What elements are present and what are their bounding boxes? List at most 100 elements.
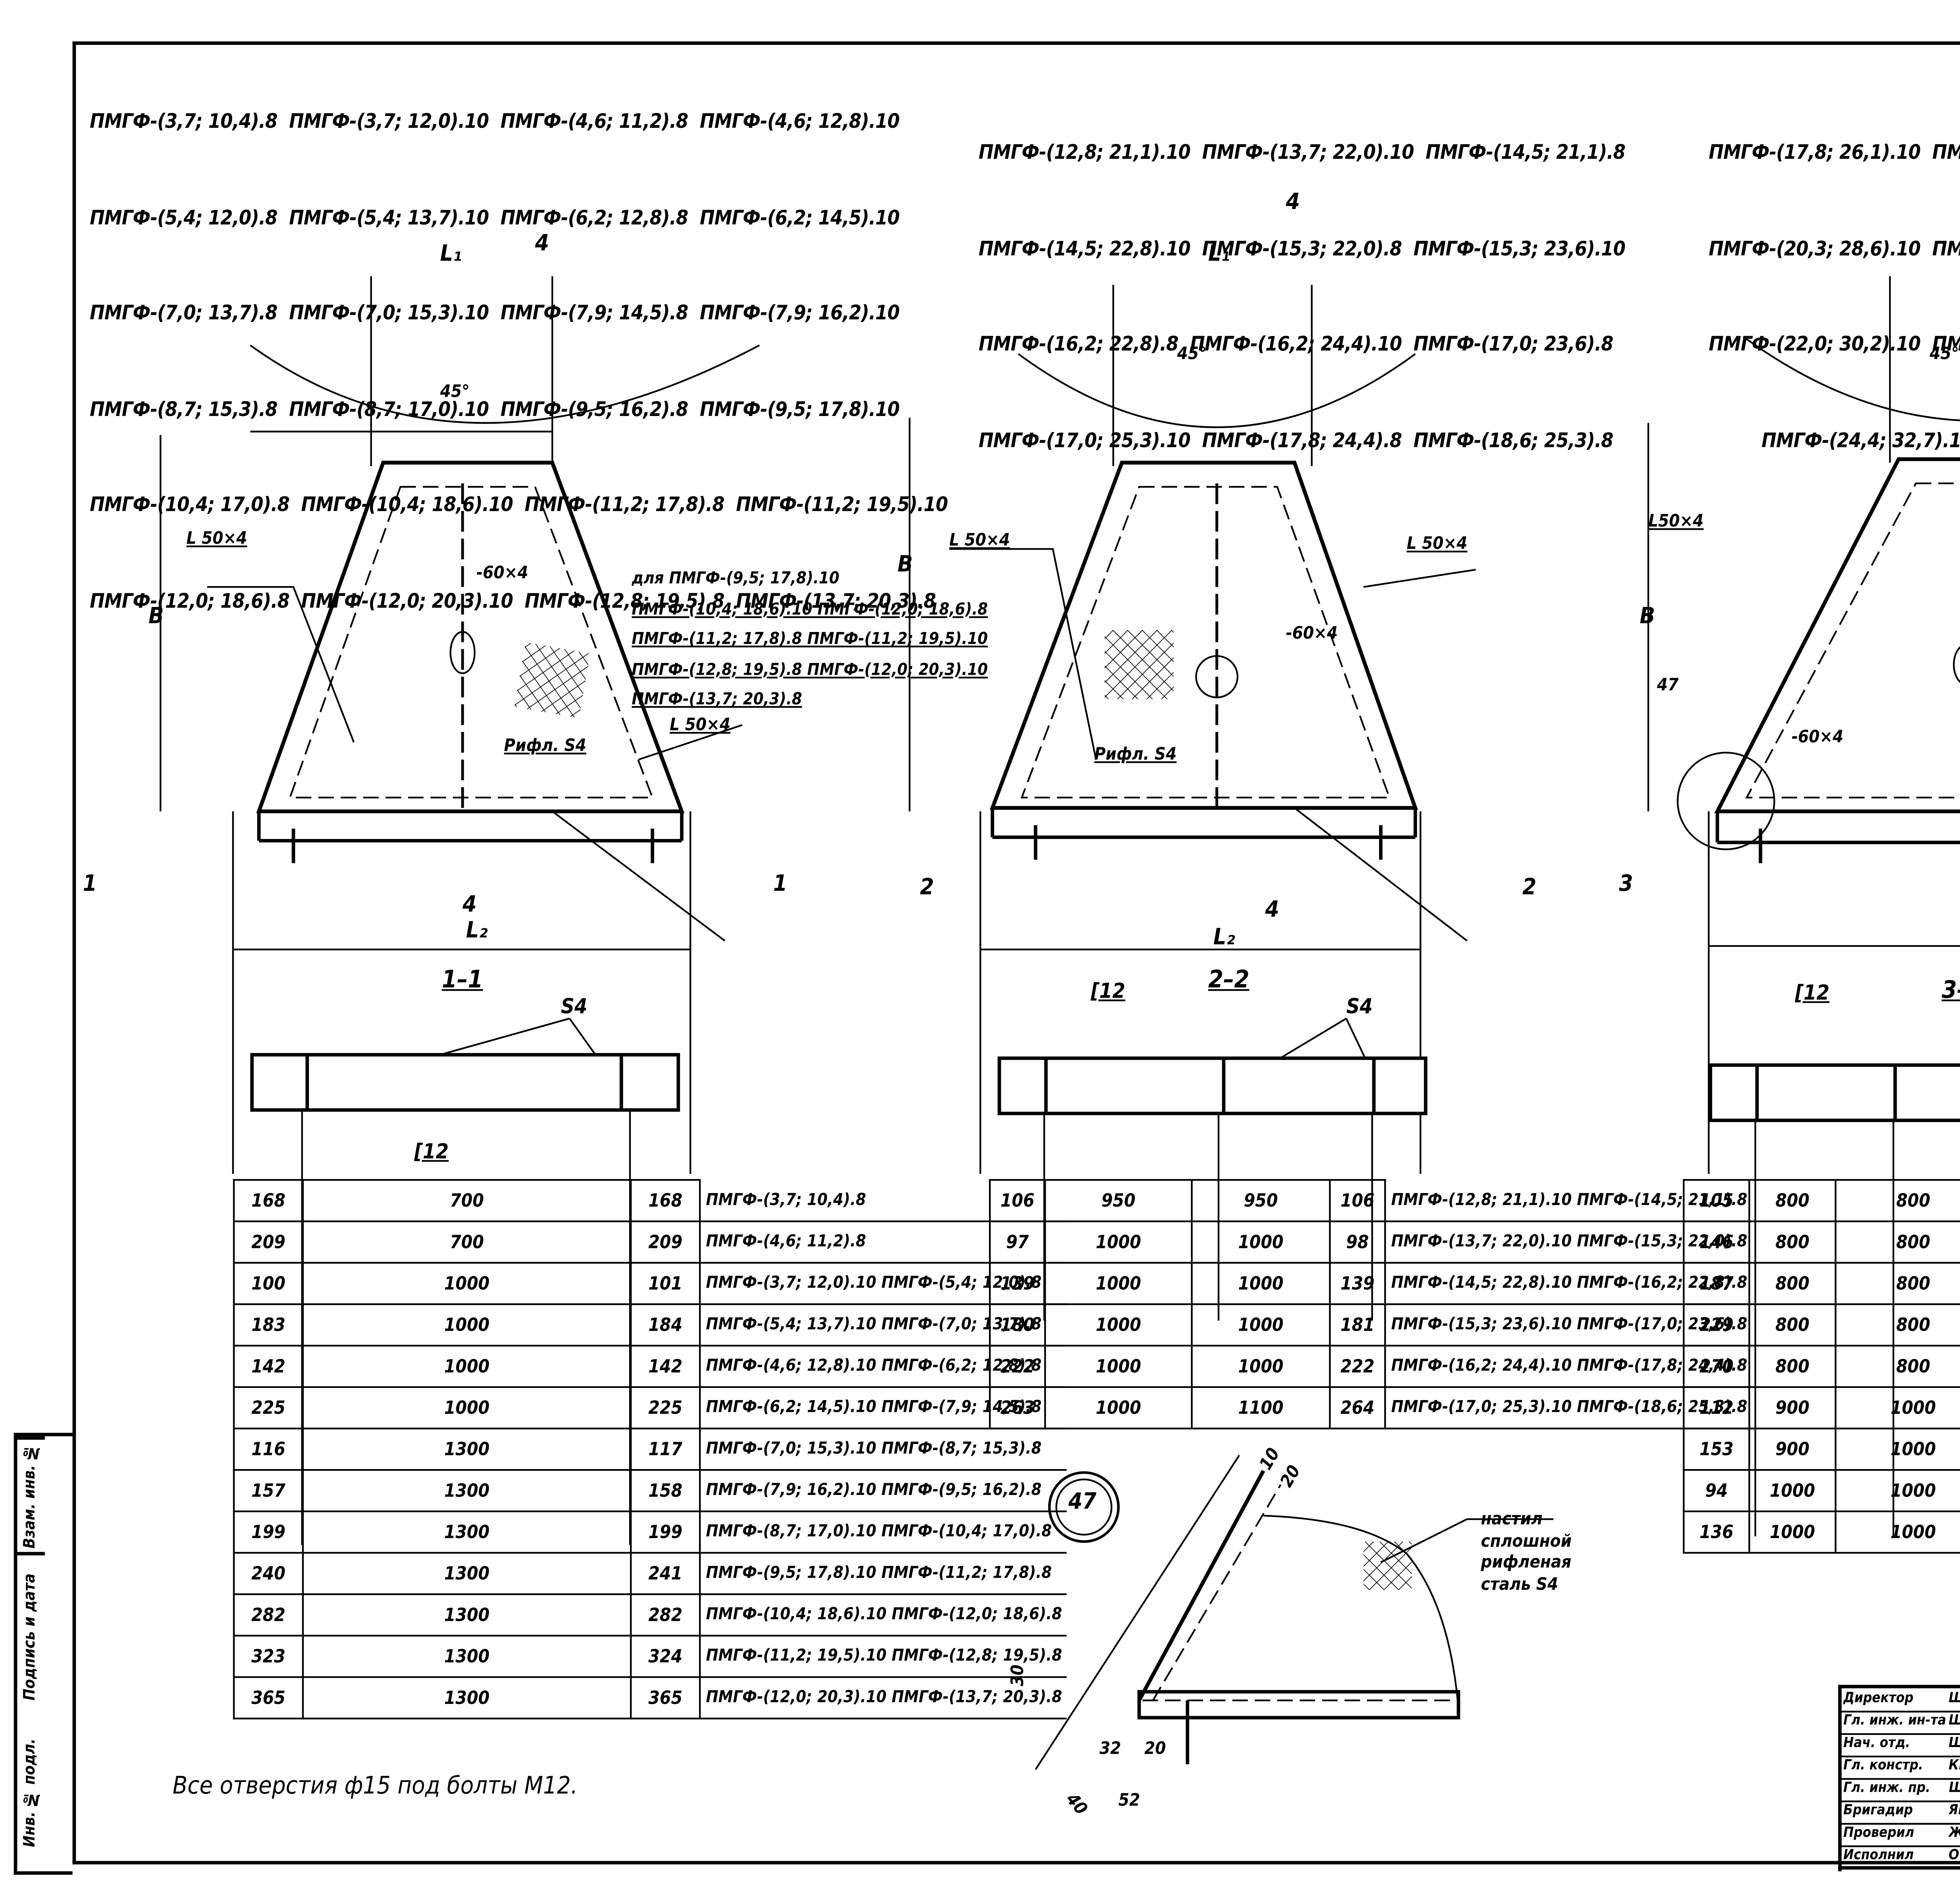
cut-mark: 3 [1619, 872, 1633, 898]
table-cell: 1000 [1748, 1510, 1837, 1554]
table-cell: 142 [233, 1344, 304, 1388]
section-3-3-profile [1708, 1063, 1960, 1122]
dim-L2: L₂ [466, 918, 488, 944]
table-cell: 1000 [302, 1262, 632, 1305]
dim-B: В [897, 552, 913, 579]
table-cell: 116 [233, 1428, 304, 1471]
table-cell: 365 [233, 1676, 304, 1720]
tb-person-row: Гл. инж. пр.ЩеберницкийЩеб [1842, 1778, 1960, 1802]
table-row: 1539001000900154ПМГФ-(24,4; 31,1).8 ПМГФ… [1682, 1428, 1960, 1471]
header-notes-column1: ПМГФ-(3,7; 10,4).8 ПМГФ-(3,7; 12,0).10 П… [90, 42, 948, 680]
table-cell: 241 [630, 1552, 701, 1595]
table-cell: 153 [1682, 1428, 1750, 1471]
table-cell: 950 [1044, 1179, 1193, 1222]
tb-person-row: Нач. отд.ШайничШи [1842, 1733, 1960, 1758]
header-note: ПМГФ-(16,2; 22,8).8 ПМГФ-(16,2; 24,4).10… [978, 331, 1614, 356]
header-note: ПМГФ-(12,8; 21,1).10 ПМГФ-(13,7; 22,0).1… [978, 140, 1626, 164]
table-cell: 1000 [1044, 1220, 1193, 1264]
side-note: ПМГФ-(10,4; 18,6).10 ПМГФ-(12,0; 18,6).8 [632, 600, 988, 619]
table-cell: 800 [1748, 1220, 1837, 1264]
angle-profile-label: L 50×4 [949, 532, 1010, 551]
table-cell: 181 [1329, 1303, 1386, 1347]
table-cell: 1300 [302, 1510, 632, 1554]
table-cell: 199 [630, 1510, 701, 1554]
table-cell: 700 [302, 1220, 632, 1264]
plate-label: -60×4 [476, 564, 528, 584]
table-cell-designation: ПМГФ-(7,9; 16,2).10 ПМГФ-(9,5; 16,2).8 [699, 1470, 1067, 1513]
checker-plate-label: Рифл. S4 [504, 737, 586, 756]
table-cell: 800 [1748, 1344, 1837, 1388]
node-label: 47 [1068, 1489, 1097, 1516]
side-note: для ПМГФ-(9,5; 17,8).10 [632, 569, 840, 589]
callout-line: сталь S4 [1481, 1575, 1558, 1595]
side-note: ПМГФ-(13,7; 20,3).8 [632, 690, 802, 710]
plan-2-geometry [909, 285, 1476, 1174]
table-cell: 222 [989, 1344, 1046, 1388]
cut-mark: 2 [1522, 875, 1537, 901]
s4-label: S4 [561, 994, 588, 1019]
table-cell: 270 [1682, 1344, 1750, 1388]
table-cell: 97 [989, 1220, 1046, 1264]
table-row: 136100010001000136ПМГФ-(24,4; 32,7).10 [1682, 1510, 1960, 1554]
table-cell-designation: ПМГФ-(7,0; 15,3).10 ПМГФ-(8,7; 15,3).8 [699, 1428, 1067, 1471]
header-note: ПМГФ-(7,0; 13,7).8 ПМГФ-(7,0; 15,3).10 П… [89, 300, 900, 325]
table-cell: 1000 [1044, 1262, 1193, 1305]
section-mark: 4 [1286, 190, 1300, 216]
header-notes-column3: ПМГФ-(17,8; 26,1).10 ПМГФ-(19,5; 26,1).8… [1709, 73, 1960, 519]
table-cell: 1000 [1191, 1303, 1331, 1347]
table-cell: 1000 [1191, 1220, 1331, 1264]
footnote: Все отверстия ф15 под болты М12. [172, 1773, 578, 1801]
angle-label: 45° [440, 383, 470, 402]
table-cell: 282 [233, 1593, 304, 1637]
section-1-1-profile [250, 1053, 680, 1112]
section-mark: 4 [463, 892, 477, 919]
table-cell: 1000 [1835, 1386, 1960, 1429]
callout-line: настил [1481, 1510, 1543, 1530]
table-cell: 139 [989, 1262, 1046, 1305]
cut-mark: 1 [773, 872, 788, 898]
table-cell: 1300 [302, 1593, 632, 1637]
angle-profile-label: L50×4 [1648, 512, 1704, 532]
dim-L2: L₂ [1213, 925, 1235, 952]
spec-table-3: 105800800800105ПМГФ-(17,8; 26,1).10 ПМГФ… [1682, 1179, 1960, 1554]
table-cell: 1000 [1835, 1469, 1960, 1513]
cut-mark: 1 [83, 872, 97, 898]
header-note: ПМГФ-(20,3; 28,6).10 ПМГФ-(21,1; 27,8).8… [1708, 236, 1960, 260]
table-cell: 240 [233, 1552, 304, 1595]
table-cell: 146 [1682, 1220, 1750, 1264]
plan-1-geometry [160, 276, 760, 1174]
table-cell: 900 [1748, 1428, 1837, 1471]
table-cell: 800 [1748, 1262, 1837, 1305]
table-cell: 168 [630, 1179, 701, 1222]
section-mark: 4 [535, 231, 549, 258]
table-cell: 98 [1329, 1220, 1386, 1264]
table-cell: 168 [233, 1179, 304, 1222]
section-title: 2–2 [1208, 966, 1250, 995]
table-cell: 1000 [302, 1344, 632, 1388]
table-cell: 184 [630, 1303, 701, 1347]
detail-47-geometry [1034, 1455, 1553, 1770]
tb-person-row: БригадирЯкимоваАик [1842, 1800, 1960, 1825]
table-cell: 1300 [302, 1635, 632, 1678]
s4-label: S4 [1346, 994, 1373, 1019]
table-cell: 800 [1748, 1179, 1837, 1222]
table-cell-designation: ПМГФ-(8,7; 17,0).10 ПМГФ-(10,4; 17,0).8 [699, 1511, 1067, 1554]
table-row: 229800800800229ПМГФ-(20,3; 28,6).10 ПМГФ… [1682, 1303, 1960, 1347]
table-cell: 282 [630, 1593, 701, 1637]
title-block: ДиректорШимановскийЗи Гл. инж. ин-таШими… [1838, 1685, 1960, 1871]
table-cell: 800 [1748, 1303, 1837, 1347]
table-cell: 100 [233, 1262, 304, 1305]
channel-label: [12 [1795, 980, 1830, 1005]
detail-callout: настил сплошной рифленая сталь S4 [1481, 1511, 1572, 1597]
